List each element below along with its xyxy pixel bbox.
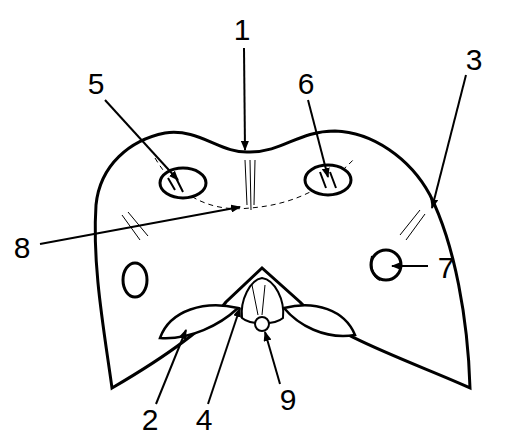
callout-number: 9 — [280, 385, 297, 415]
outer-outline — [95, 131, 470, 388]
texture — [122, 160, 425, 315]
callout-number: 2 — [142, 405, 159, 435]
small-circle — [255, 317, 269, 331]
callout-number: 1 — [234, 15, 251, 45]
upper-left-hole — [160, 168, 206, 198]
upper-right-hole — [305, 165, 351, 195]
callout-number: 7 — [438, 253, 455, 283]
callout-number: 6 — [298, 69, 315, 99]
callout-number: 8 — [14, 233, 31, 263]
leader-lines — [40, 48, 466, 404]
left-lens — [160, 305, 238, 338]
left-hole — [123, 263, 147, 297]
hole-shading — [168, 172, 380, 280]
callout-number: 5 — [88, 69, 105, 99]
right-lens — [284, 305, 355, 336]
callout-number: 4 — [196, 405, 213, 435]
callout-number: 3 — [466, 45, 483, 75]
